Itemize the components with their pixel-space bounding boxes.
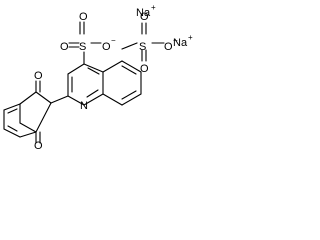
bond-benzene-inner-1	[7, 108, 18, 114]
bond-quinoline-inner-2	[86, 89, 99, 98]
bond-quinoline-3	[83, 93, 104, 106]
bond-benzene-inner-2	[7, 125, 18, 132]
labels-layer: Na + Na + O O S O − O S O O − N O O	[34, 3, 193, 150]
bond-indandione-5	[35, 102, 52, 133]
bond-quinoline-right-inner-1	[121, 65, 137, 75]
bond-quinoline-right-1	[102, 60, 123, 73]
bond-s2-ring	[121, 42, 138, 50]
quinoline-nitrogen: N	[80, 100, 88, 112]
structure-canvas: Na + Na + O O S O − O S O O − N O O	[0, 0, 200, 150]
bond-quinoline-6	[67, 63, 85, 75]
sodium-left: Na	[136, 7, 151, 19]
bond-quinoline-right-4	[121, 93, 142, 106]
chemical-structure-svg: Na + Na + O O S O − O S O O − N O O	[3, 3, 193, 150]
indandione-top-oxygen: O	[34, 70, 43, 82]
sulfonate-left-negative-charge: −	[111, 36, 116, 45]
indandione-bottom-oxygen: O	[34, 140, 43, 150]
sulfonate-right-negative-oxygen: O	[164, 41, 173, 53]
bond-indandione-4	[19, 122, 37, 133]
sulfonate-right-sulfur: S	[139, 41, 146, 53]
bond-quinoline-right-inner-2	[121, 90, 137, 100]
bond-quinoline-right-5	[102, 93, 123, 106]
bond-connector	[50, 95, 69, 104]
sodium-right-charge: +	[188, 33, 193, 42]
bond-quinoline-1	[83, 63, 104, 73]
bonds-layer	[3, 21, 165, 144]
bond-benzene-4	[19, 131, 37, 138]
bond-indandione-1	[35, 91, 52, 104]
sulfonate-left-negative-oxygen: O	[102, 41, 111, 53]
bond-quinoline-inner-1	[87, 67, 100, 75]
bond-benzene-3	[3, 128, 21, 138]
bond-quinoline-right-2	[121, 60, 142, 73]
bond-benzene-1	[3, 103, 21, 111]
sulfonate-left-left-oxygen: O	[60, 41, 69, 53]
sulfonate-right-top-oxygen: O	[140, 11, 149, 23]
sulfonate-right-bottom-oxygen: O	[140, 63, 149, 75]
bond-quinoline-4	[67, 95, 85, 106]
sulfonate-left-top-oxygen: O	[79, 11, 88, 23]
sulfonate-right-negative-charge: −	[173, 36, 178, 45]
bond-indandione-2	[19, 91, 37, 105]
sodium-left-charge: +	[151, 3, 156, 12]
sodium-right: Na	[173, 37, 188, 49]
sulfonate-left-sulfur: S	[79, 41, 86, 53]
